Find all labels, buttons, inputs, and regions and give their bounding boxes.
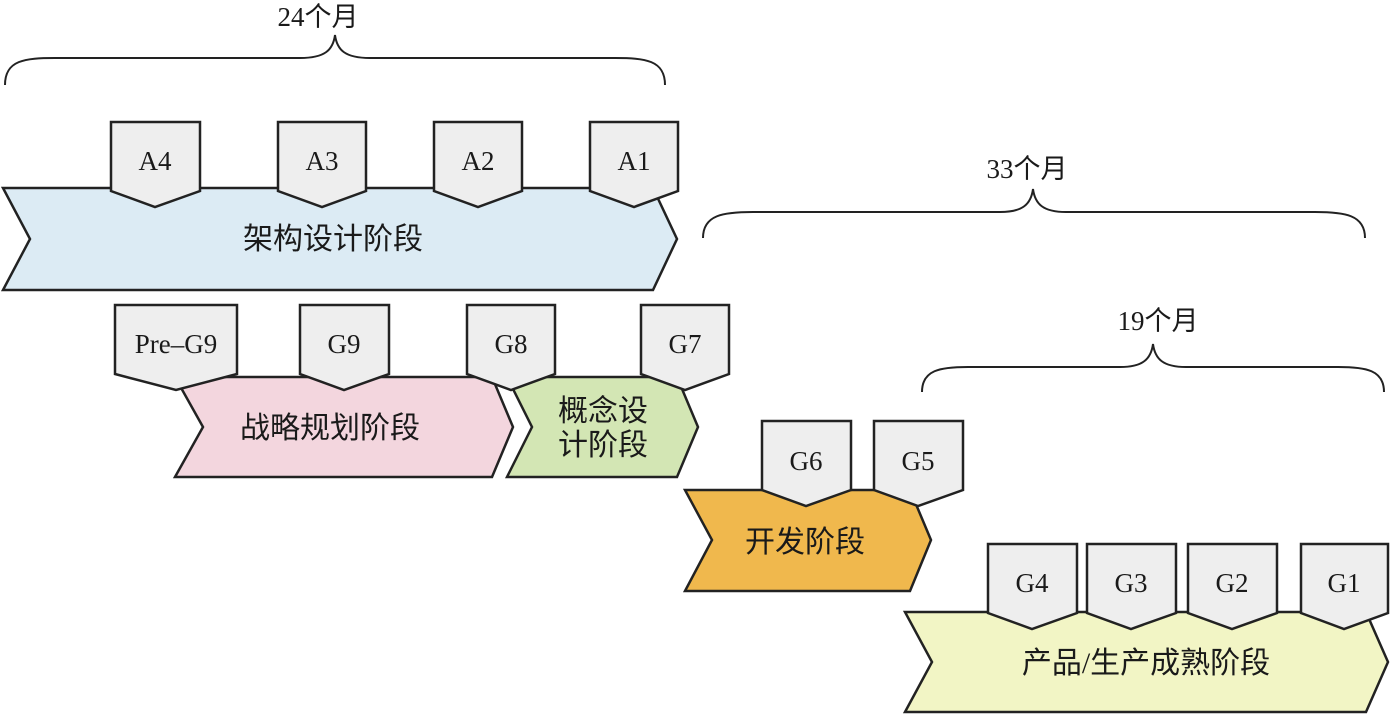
gate-g1-label: G1 bbox=[1328, 568, 1361, 598]
gate-g4 bbox=[986, 542, 1079, 631]
gate-g5-label: G5 bbox=[902, 446, 935, 476]
gate-a1 bbox=[588, 120, 680, 209]
gate-g1 bbox=[1299, 542, 1390, 631]
development-phase-label: 开发阶段 bbox=[745, 526, 865, 559]
duration-19-months: 19个月 bbox=[1118, 306, 1199, 336]
gate-pre-g9-label: Pre–G9 bbox=[135, 329, 218, 359]
gate-pre-g9 bbox=[113, 303, 239, 392]
gate-g6 bbox=[760, 419, 853, 508]
concept-phase-label-line1: 概念设 bbox=[558, 395, 648, 428]
gate-a1-label: A1 bbox=[618, 146, 651, 176]
strategy-phase-label: 战略规划阶段 bbox=[240, 412, 420, 445]
duration-24-months: 24个月 bbox=[278, 2, 359, 32]
duration-33-months: 33个月 bbox=[987, 154, 1068, 184]
gate-g9-label: G9 bbox=[328, 329, 361, 359]
gate-a4 bbox=[109, 120, 202, 209]
brace-33-months bbox=[702, 188, 1366, 239]
gate-g7-label: G7 bbox=[669, 329, 702, 359]
concept-phase-label-line2: 计阶段 bbox=[558, 429, 648, 462]
gate-g2-label: G2 bbox=[1216, 568, 1249, 598]
brace-24-months bbox=[4, 34, 666, 86]
architecture-phase-label: 架构设计阶段 bbox=[243, 223, 423, 256]
gate-g8 bbox=[465, 303, 557, 392]
gate-g5 bbox=[872, 419, 965, 508]
brace-19-months bbox=[921, 343, 1385, 393]
gate-g3 bbox=[1085, 542, 1178, 631]
gate-g3-label: G3 bbox=[1115, 568, 1148, 598]
gate-g6-label: G6 bbox=[790, 446, 823, 476]
maturity-phase-label: 产品/生产成熟阶段 bbox=[1022, 647, 1270, 680]
gate-g7 bbox=[639, 303, 731, 392]
gate-g8-label: G8 bbox=[495, 329, 528, 359]
gate-g2 bbox=[1186, 542, 1279, 631]
gate-a4-label: A4 bbox=[139, 146, 172, 176]
gate-a3-label: A3 bbox=[306, 146, 339, 176]
gate-g9 bbox=[298, 303, 391, 392]
gate-g4-label: G4 bbox=[1016, 568, 1049, 598]
gate-a3 bbox=[276, 120, 368, 209]
gate-a2 bbox=[432, 120, 524, 209]
gate-a2-label: A2 bbox=[462, 146, 495, 176]
